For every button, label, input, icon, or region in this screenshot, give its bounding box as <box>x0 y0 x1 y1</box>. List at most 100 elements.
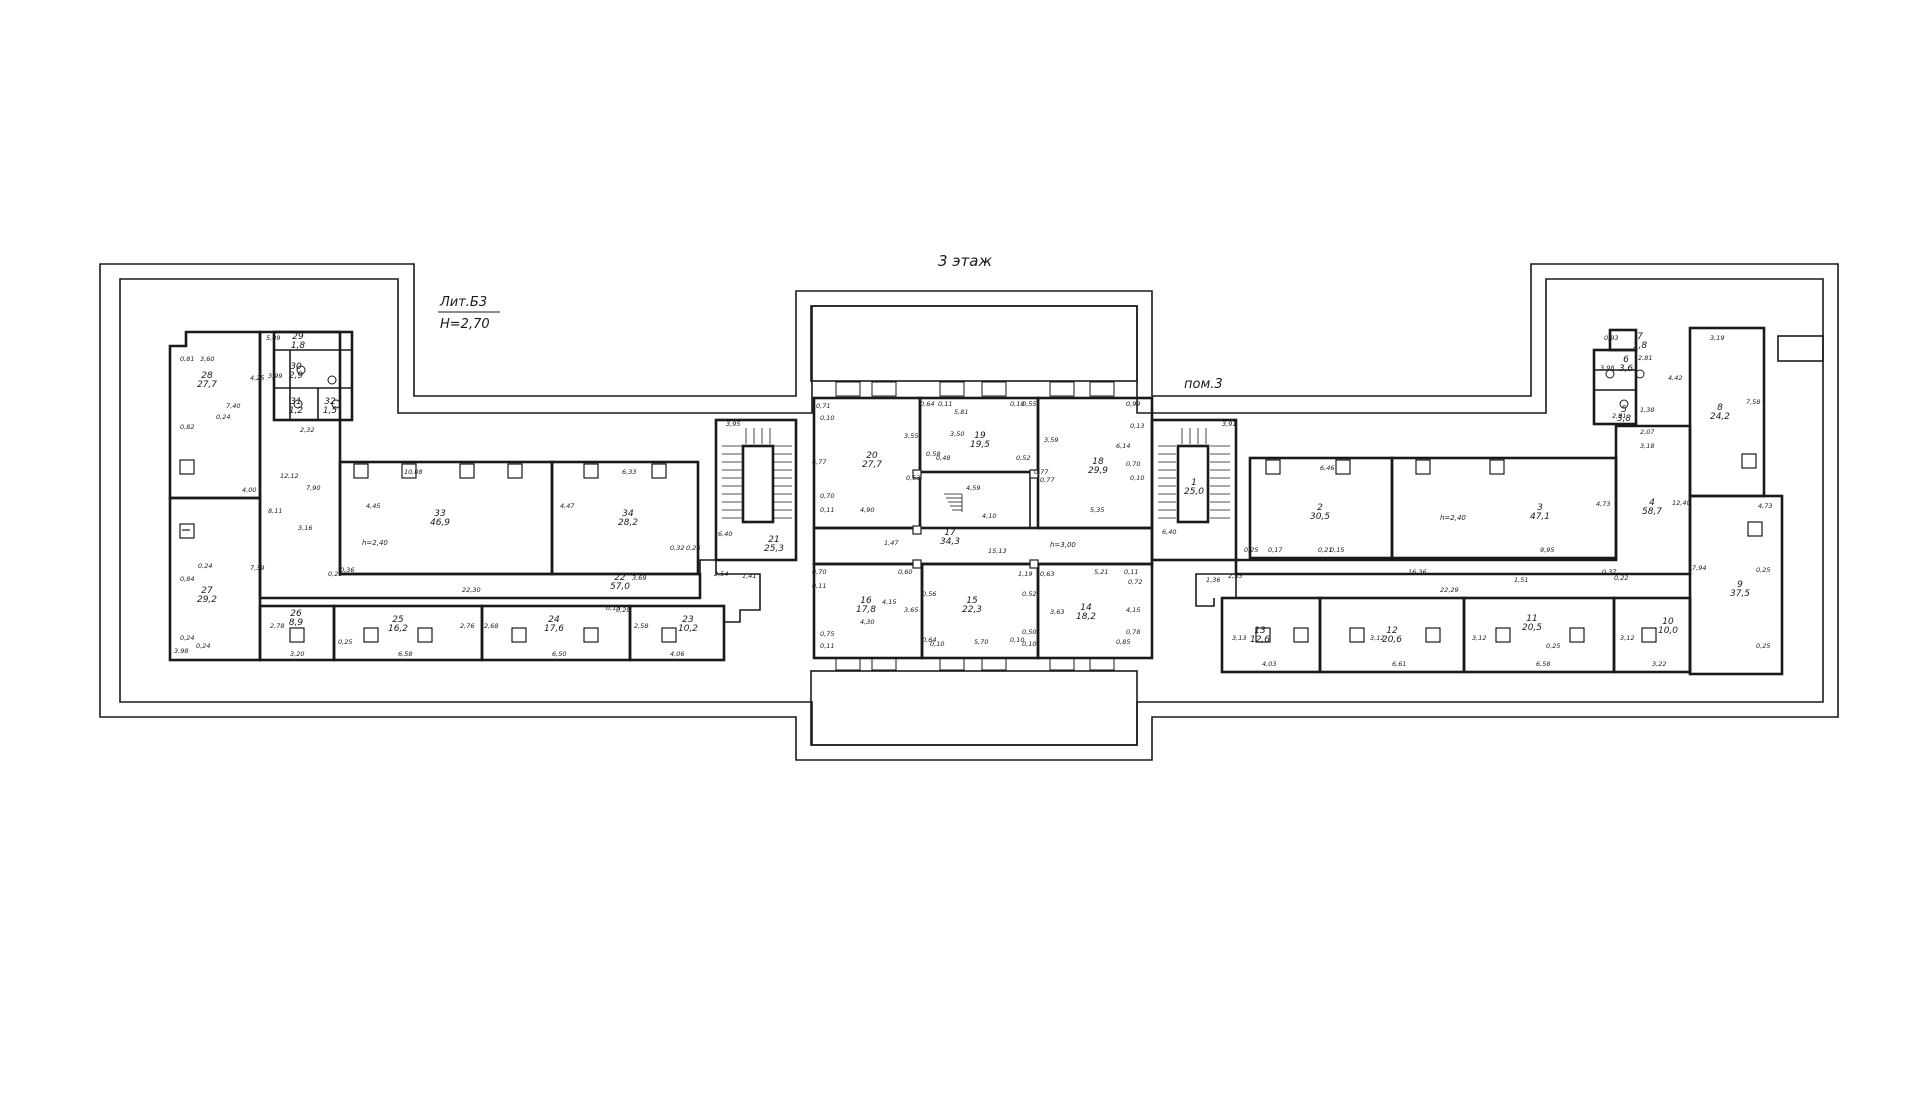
dimension-value: 0,78 <box>1126 628 1140 636</box>
dimension-value: 0,63 <box>1040 570 1054 578</box>
room-area: 17,8 <box>856 605 876 615</box>
dimension-value: 0,24 <box>216 413 230 421</box>
dimension-value: 6,50 <box>552 650 566 658</box>
dimension-value: 3,12 <box>1370 634 1384 642</box>
room-number: 30 <box>290 362 302 372</box>
dimension-value: 0,10 <box>1010 636 1024 644</box>
room-area: 8,9 <box>289 618 304 628</box>
dimension-value: 0,10 <box>820 414 834 422</box>
room-area: 22,3 <box>962 605 982 615</box>
dimension-value: 3,69 <box>632 574 646 582</box>
dimension-value: 0,70 <box>820 492 834 500</box>
dimension-value: 4,06 <box>670 650 684 658</box>
dimension-value: 0,77 <box>1034 468 1049 476</box>
dimension-value: 4,25 <box>250 374 264 382</box>
room-area: 47,1 <box>1530 512 1550 522</box>
room-area: 27,7 <box>197 380 217 390</box>
room-area: 34,3 <box>940 537 960 547</box>
dimension-value: 3,16 <box>298 524 312 532</box>
dimension-value: 4,73 <box>1596 500 1610 508</box>
room-area: 3,6 <box>1619 364 1634 374</box>
dimension-value: 3,60 <box>200 355 214 363</box>
dimension-value: 3,91 <box>1222 420 1236 428</box>
dimension-value: 2,54 <box>714 570 728 578</box>
dimension-value: 0,13 <box>1130 422 1144 430</box>
dimension-value: 1,51 <box>1514 576 1528 584</box>
room-number: 24 <box>548 615 560 625</box>
dimension-value: 4,90 <box>860 506 874 514</box>
dimension-value: 3,13 <box>1232 634 1246 642</box>
dimension-value: 3,98 <box>1600 364 1614 372</box>
columns <box>179 453 1763 643</box>
building-label: Лит.Б3 <box>439 295 487 310</box>
dimension-value: 3,50 <box>950 430 964 438</box>
dimension-value: 3,59 <box>1044 436 1058 444</box>
room-number: 15 <box>966 596 978 606</box>
dimension-value: 1,38 <box>1640 406 1654 414</box>
dimension-value: 16,36 <box>1408 568 1427 576</box>
dimension-value: 3,95 <box>726 420 740 428</box>
room-number: 9 <box>1737 580 1743 590</box>
height-mark: h=2,40 <box>1440 514 1466 522</box>
room-area: 10,0 <box>1658 626 1678 636</box>
dimension-value: 3,18 <box>1640 442 1654 450</box>
dimension-value: 3,22 <box>1652 660 1666 668</box>
room-number: 28 <box>201 371 213 381</box>
room-number: 17 <box>944 528 956 538</box>
dimension-value: 3,63 <box>1050 608 1064 616</box>
dimension-value: 0,25 <box>338 638 352 646</box>
room-number: 34 <box>622 509 634 519</box>
dimension-value: 0,15 <box>606 604 620 612</box>
dimension-value: 0,10 <box>1010 400 1024 408</box>
dimension-value: 4,59 <box>966 484 980 492</box>
dimension-value: 15,13 <box>988 547 1007 555</box>
room-number: 6 <box>1623 355 1629 365</box>
dimension-value: 2,81 <box>1612 412 1626 420</box>
room-number: 14 <box>1080 603 1092 613</box>
dimension-value: 2,07 <box>1640 428 1655 436</box>
dimension-value: 0,81 <box>180 355 194 363</box>
stair-21 <box>714 418 798 562</box>
dimension-value: 2,32 <box>300 426 314 434</box>
room-number: 10 <box>1662 617 1674 627</box>
dimension-value: 4,73 <box>1758 502 1772 510</box>
dimension-value: 7,40 <box>226 402 240 410</box>
room-labels: 2827,72729,22257,0291,8302,9311,2321,533… <box>197 332 1750 645</box>
dimension-value: 2,68 <box>484 622 498 630</box>
height-mark: h=3,00 <box>1050 541 1076 549</box>
right-wing <box>1195 326 1784 676</box>
dimension-value: 0,10 <box>1022 640 1036 648</box>
height-mark: h=2,40 <box>362 539 388 547</box>
dimension-value: 1,36 <box>1206 576 1220 584</box>
room-number: 19 <box>974 431 986 441</box>
room-number: 8 <box>1717 403 1723 413</box>
dimension-value: 0,84 <box>180 575 194 583</box>
height-label: H=2,70 <box>440 317 490 332</box>
dimension-value: 6,40 <box>718 530 732 538</box>
dimension-value: 4,03 <box>1262 660 1276 668</box>
dimension-value: 5,81 <box>954 408 968 416</box>
dimension-value: 0,50 <box>1022 628 1036 636</box>
dimension-value: 0,93 <box>1604 334 1618 342</box>
room-number: 4 <box>1649 498 1655 508</box>
dimension-value: 1,41 <box>742 572 756 580</box>
dimension-value: 7,39 <box>250 564 264 572</box>
dimension-value: 4,47 <box>560 502 575 510</box>
dimension-value: 6,33 <box>622 468 636 476</box>
room-area: 17,6 <box>544 624 564 634</box>
room-number: 18 <box>1092 457 1104 467</box>
dimension-value: 3,12 <box>1620 634 1634 642</box>
room-area: 2,9 <box>289 371 304 381</box>
dimension-value: 0,58 <box>926 450 940 458</box>
dimension-value: 2,78 <box>270 622 284 630</box>
dimension-value: 0,10 <box>1130 474 1144 482</box>
room-area: 25,3 <box>764 544 784 554</box>
room-area: 19,5 <box>970 440 990 450</box>
room-number: 5 <box>1621 405 1627 415</box>
dimension-value: 3,55 <box>904 432 918 440</box>
room-area: 1,2 <box>289 406 304 416</box>
room-area: 1,8 <box>1633 341 1648 351</box>
dimension-value: 22,29 <box>1440 586 1459 594</box>
room-number: 16 <box>860 596 872 606</box>
